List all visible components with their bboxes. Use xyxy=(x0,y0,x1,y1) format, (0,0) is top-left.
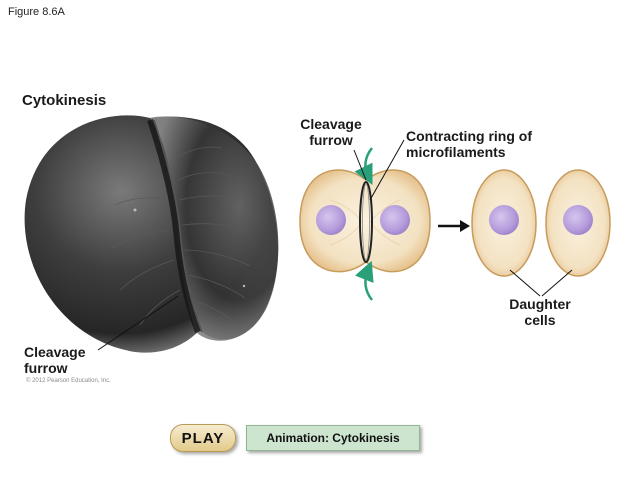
animation-cytokinesis-button[interactable]: Animation: Cytokinesis xyxy=(246,425,420,451)
daughter-pointer-right xyxy=(541,269,573,297)
contracting-ring-pointer xyxy=(369,139,405,201)
furrow-arrow-top xyxy=(354,147,373,185)
daughter-cell-left xyxy=(471,169,537,277)
furrow-arrow-bottom xyxy=(355,260,374,301)
dividing-cell xyxy=(299,169,431,273)
figure-label: Figure 8.6A xyxy=(8,6,65,18)
play-button[interactable]: PLAY xyxy=(170,424,236,452)
daughter-cells-label: Daughter cells xyxy=(509,296,571,328)
nucleus-left xyxy=(316,205,346,235)
cleavage-furrow-label-left: Cleavage furrow xyxy=(24,344,86,376)
cleavage-furrow-right-pointer xyxy=(353,149,367,181)
sem-cell-image xyxy=(24,115,279,353)
copyright: © 2012 Pearson Education, Inc. xyxy=(26,378,111,384)
nucleus-right xyxy=(380,205,410,235)
cleavage-furrow-label-right: Cleavage furrow xyxy=(300,116,362,148)
daughter-pointer-left xyxy=(509,269,541,297)
cleavage-furrow-left-pointer xyxy=(97,295,179,351)
daughter-nucleus-left xyxy=(489,205,519,235)
section-title: Cytokinesis xyxy=(22,92,107,109)
contracting-ring-label: Contracting ring of microfilaments xyxy=(406,128,532,160)
daughter-nucleus-right xyxy=(563,205,593,235)
process-arrow-head xyxy=(460,220,470,232)
daughter-cell-right xyxy=(545,169,611,277)
